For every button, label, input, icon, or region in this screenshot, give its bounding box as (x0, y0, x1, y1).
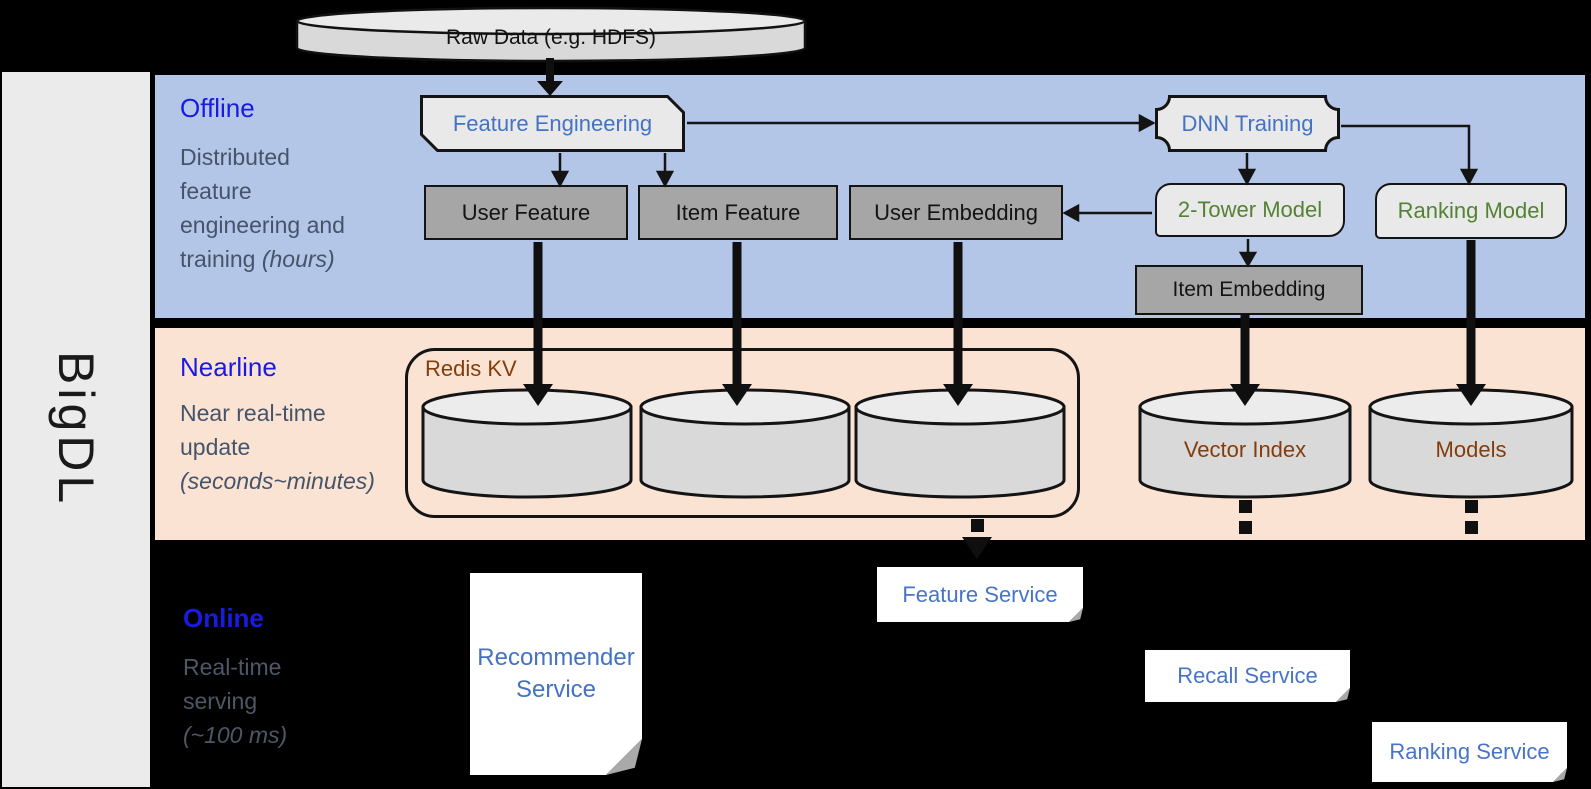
user-feature-node: User Feature (424, 185, 628, 240)
item-feature-node: Item Feature (638, 185, 838, 240)
offline-description: Distributed feature engineering and trai… (180, 144, 345, 272)
nearline-description: Near real-time update (seconds~minutes) (180, 400, 375, 494)
item-embedding-node: Item Embedding (1135, 265, 1363, 315)
raw-data-label: Raw Data (e.g. HDFS) (445, 26, 657, 49)
plaque-shape (1155, 95, 1340, 152)
recommender-service-node: Recommender Service (470, 573, 642, 775)
raw-data-store: Raw Data (e.g. HDFS) (295, 4, 807, 64)
redis-kv-container (405, 348, 1080, 518)
cut-corner-shape (420, 95, 685, 152)
ranking-service-node: Ranking Service (1372, 722, 1567, 782)
recall-service-node: Recall Service (1145, 650, 1350, 702)
online-title: Online (183, 603, 264, 633)
redis-kv-label: Redis KV (425, 356, 517, 381)
cylinder-shape (295, 6, 807, 63)
offline-title: Offline (180, 93, 255, 123)
two-tower-model-node: 2-Tower Model (1155, 183, 1345, 237)
vector-index-label: Vector Index (1183, 437, 1307, 462)
nearline-title: Nearline (180, 352, 277, 382)
feature-service-node: Feature Service (877, 567, 1083, 622)
brand-logo-text: BigDL (48, 351, 104, 508)
brand-sidebar: BigDL (2, 72, 150, 787)
user-embedding-node: User Embedding (849, 185, 1063, 240)
feature-engineering-node: Feature Engineering (420, 95, 685, 152)
online-description: Real-time serving (~100 ms) (183, 654, 288, 748)
dnn-training-node: DNN Training (1155, 95, 1340, 152)
models-label: Models (1435, 437, 1507, 462)
ranking-model-node: Ranking Model (1375, 183, 1567, 239)
